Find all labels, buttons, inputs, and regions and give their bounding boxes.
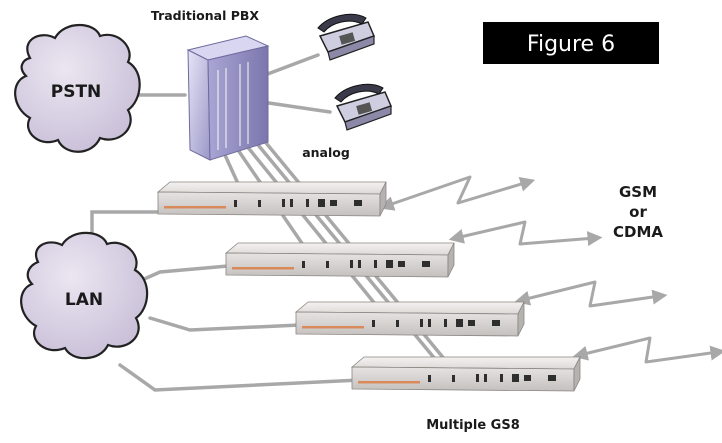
wireless-link-2 xyxy=(448,220,603,247)
network-label-cdma: CDMA xyxy=(613,223,663,241)
figure-label: Figure 6 xyxy=(527,32,615,57)
pstn-label: PSTN xyxy=(51,82,102,102)
lan-gw3-link xyxy=(148,316,302,332)
wireless-links xyxy=(378,175,722,364)
phone-icon xyxy=(317,13,376,61)
connection-lines xyxy=(90,53,457,392)
gateway-gs8 xyxy=(350,356,581,392)
lan-label: LAN xyxy=(65,290,103,310)
gateways-label: Multiple GS8 xyxy=(426,418,520,433)
network-label-gsm: GSM xyxy=(619,183,657,201)
wireless-link-1 xyxy=(378,175,536,211)
pbx-gw3-link xyxy=(244,143,382,312)
gateway-gs8 xyxy=(294,301,525,337)
pbx-phone1-link xyxy=(263,53,320,77)
analog-label: analog xyxy=(302,145,350,160)
wireless-link-3 xyxy=(514,280,668,308)
wireless-link-4 xyxy=(572,336,722,364)
network-label-or: or xyxy=(629,203,647,221)
network-type-label: GSM or CDMA xyxy=(613,183,663,241)
lan-gw4-link xyxy=(118,363,362,392)
lan-gw2-link xyxy=(140,264,230,282)
lan-cloud: LAN xyxy=(20,231,149,360)
pbx-phone2-link xyxy=(260,100,332,114)
figure-label-box: Figure 6 xyxy=(483,22,659,64)
pbx-label: Traditional PBX xyxy=(151,8,259,23)
phone-icon xyxy=(334,83,393,131)
gateway-gs8 xyxy=(224,242,455,278)
pstn-cloud: PSTN xyxy=(14,24,141,153)
pbx-server: Traditional PBX xyxy=(151,8,270,161)
gateway-gs8 xyxy=(156,181,387,217)
